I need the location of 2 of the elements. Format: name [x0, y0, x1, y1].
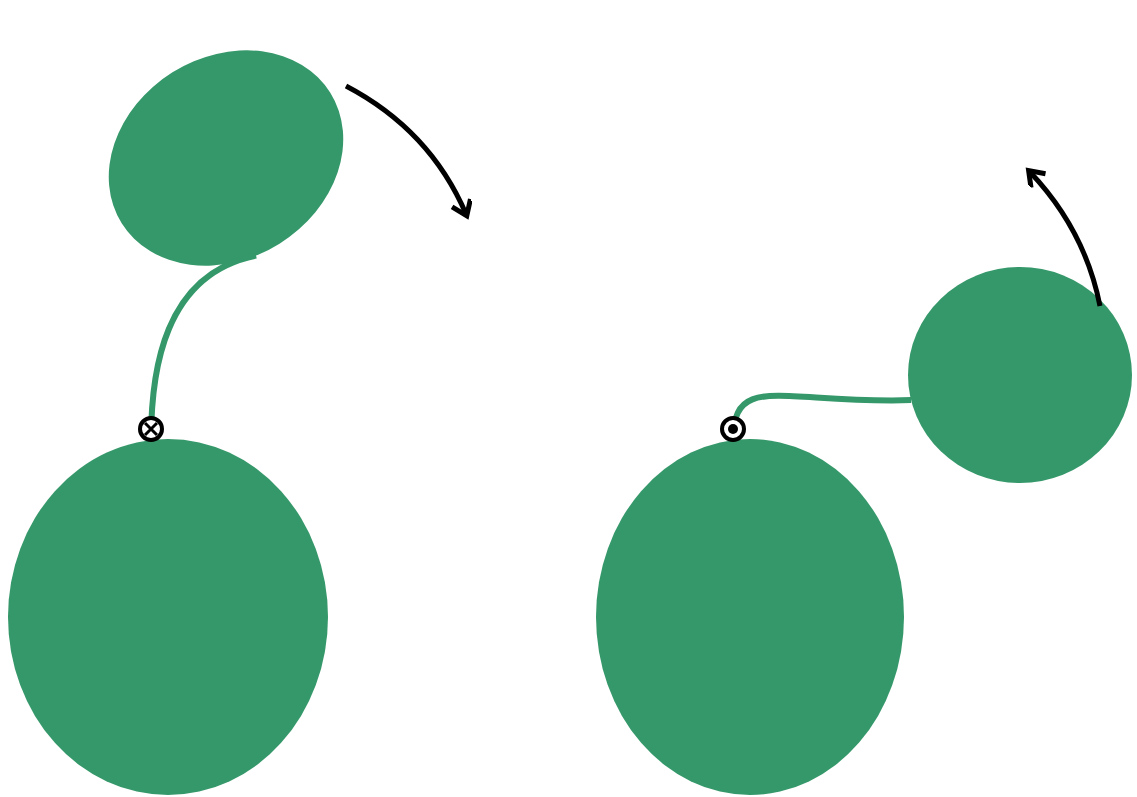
connector-line [138, 252, 257, 442]
connector-line [720, 392, 912, 442]
